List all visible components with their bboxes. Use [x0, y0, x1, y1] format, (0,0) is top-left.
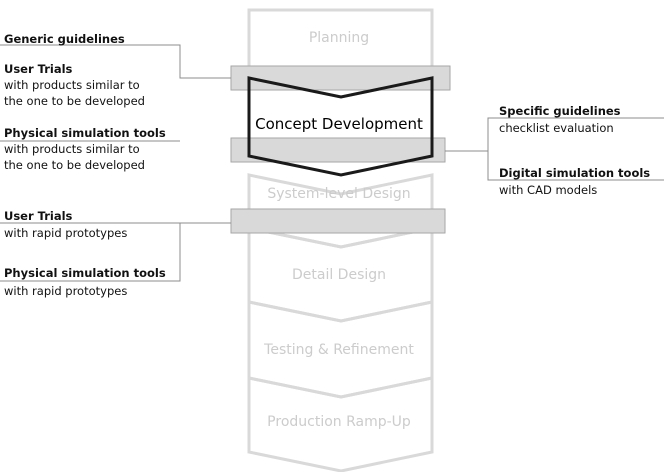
band-middle	[230, 137, 446, 163]
digital-simulation-sub: with CAD models	[499, 183, 598, 197]
physical-simulation-sub-2: with rapid prototypes	[4, 284, 128, 298]
specific-guidelines-title: Specific guidelines	[499, 104, 621, 118]
physical-simulation-sub-1-line1: with products similar to	[4, 142, 140, 156]
band-bottom	[230, 208, 446, 234]
connector-left-bottom	[0, 222, 181, 282]
user-trials-title-2: User Trials	[4, 209, 73, 223]
physical-simulation-title-2: Physical simulation tools	[4, 266, 166, 280]
stage-label-detail-design: Detail Design	[291, 267, 387, 283]
stage-production-ramp-up-shape	[247, 376, 434, 472]
stage-label-production-ramp-up: Production Ramp-Up	[267, 414, 411, 430]
stage-concept-development-shape	[247, 76, 434, 177]
user-trials-title-1: User Trials	[4, 62, 73, 76]
user-trials-sub-1-line2: the one to be developed	[4, 94, 145, 108]
digital-simulation-title: Digital simulation tools	[499, 166, 651, 180]
stage-label-system-level-design: System-level Design	[267, 186, 411, 202]
band-top	[230, 65, 451, 91]
user-trials-sub-2: with rapid prototypes	[4, 226, 128, 240]
connector-left-top	[0, 44, 231, 79]
physical-simulation-title-1: Physical simulation tools	[4, 126, 166, 140]
specific-guidelines-sub: checklist evaluation	[499, 121, 614, 135]
stage-label-testing-refinement: Testing & Refinement	[264, 342, 414, 358]
physical-simulation-sub-1-line2: the one to be developed	[4, 158, 145, 172]
stage-label-concept-development: Concept Development	[255, 115, 423, 133]
user-trials-sub-1-line1: with products similar to	[4, 78, 140, 92]
connector-right-lower	[487, 151, 664, 181]
stage-label-planning: Planning	[308, 30, 370, 46]
connector-right	[445, 117, 664, 152]
generic-guidelines-title: Generic guidelines	[4, 32, 125, 46]
